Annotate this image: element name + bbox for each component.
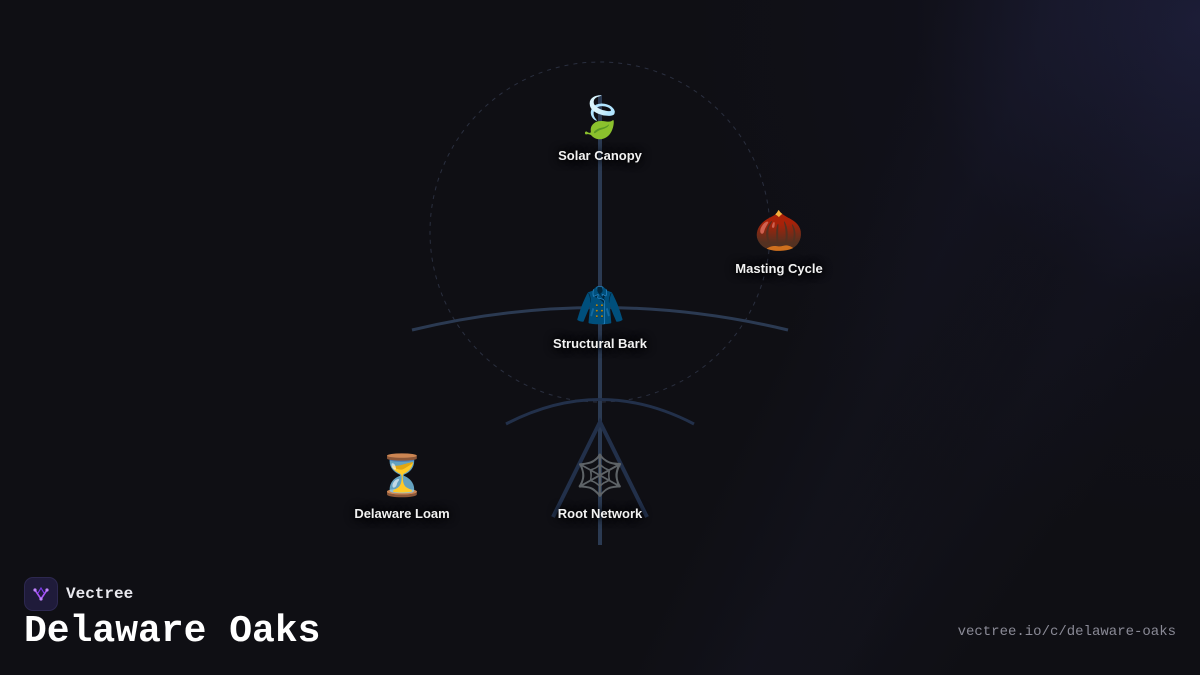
page-url[interactable]: vectree.io/c/delaware-oaks [957,624,1176,640]
vectree-logo-icon [24,577,58,611]
hourglass-icon: ⏳ [377,454,427,498]
lower-branch-arc [505,398,695,426]
node-solar-canopy[interactable]: 🍃 Solar Canopy [520,94,680,163]
brand-name: Vectree [66,585,134,603]
upper-branch-arc [411,306,789,332]
chestnut-icon: 🌰 [754,209,804,253]
node-label: Solar Canopy [558,148,642,163]
web-icon: 🕸️ [575,454,625,498]
coat-icon: 🧥 [575,284,625,328]
dashed-ring [429,61,771,403]
node-root-network[interactable]: 🕸️ Root Network [520,452,680,521]
node-label: Root Network [557,506,643,521]
leaf-icon: 🍃 [575,96,625,140]
brand[interactable]: Vectree [24,577,133,611]
node-structural-bark[interactable]: 🧥 Structural Bark [520,282,680,351]
node-label: Delaware Loam [354,506,450,521]
page-title: Delaware Oaks [24,610,321,653]
root-fork [551,417,649,518]
node-label: Structural Bark [553,336,647,351]
node-masting-cycle[interactable]: 🌰 Masting Cycle [699,207,859,276]
node-delaware-loam[interactable]: ⏳ Delaware Loam [322,452,482,521]
node-label: Masting Cycle [735,261,823,276]
